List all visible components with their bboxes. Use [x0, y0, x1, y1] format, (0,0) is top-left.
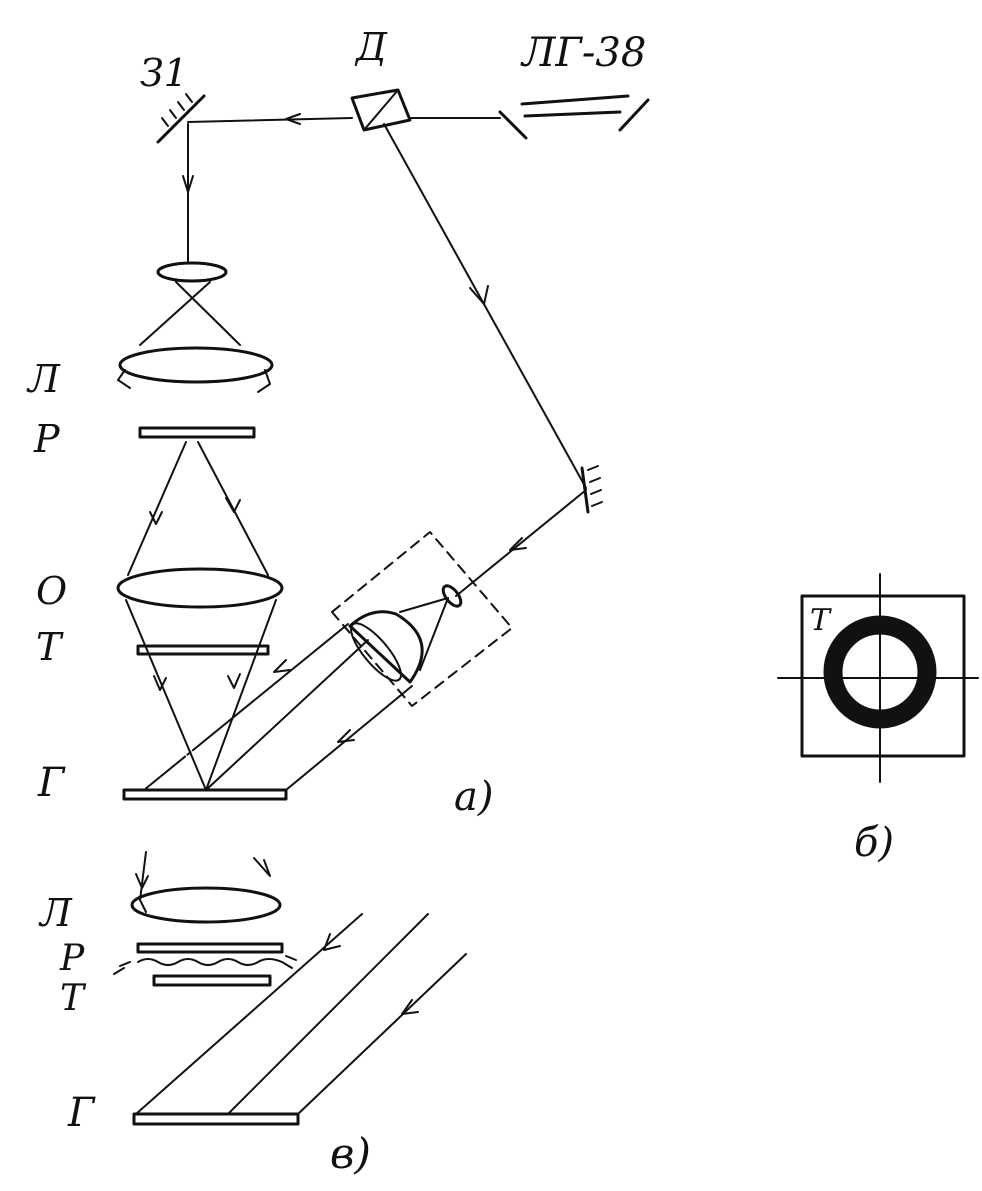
- label-plate-p: Р: [33, 417, 61, 461]
- label-target-square: Т: [810, 603, 832, 638]
- beam-c-2: [227, 913, 429, 1115]
- beam-collimated-lower: [285, 685, 413, 791]
- collimating-lens: [348, 610, 424, 684]
- target-ring: [826, 618, 934, 726]
- arrow-down: [182, 175, 194, 193]
- label-lens-l-c: Л: [38, 891, 73, 935]
- hologram-g-c: [132, 1112, 300, 1126]
- label-mirror-z1: З1: [140, 51, 188, 95]
- beam-reference-diagonal: [383, 123, 587, 489]
- panel-c: [113, 851, 467, 1126]
- beam-collimated-upper: [143, 623, 349, 791]
- label-lens-l: Л: [26, 357, 61, 401]
- label-laser: ЛГ-38: [520, 30, 646, 76]
- right-mirror: [580, 465, 603, 514]
- label-panel-a: а): [454, 774, 493, 820]
- mirror-z1: [156, 93, 206, 144]
- panel-b: [777, 573, 979, 783]
- plate-p-c: [136, 942, 284, 954]
- beam-splitter-cube: [350, 88, 412, 132]
- laser-tube: [498, 94, 650, 140]
- label-panel-b: б): [854, 820, 894, 866]
- label-hologram-g: Г: [37, 760, 66, 806]
- target-square: [800, 594, 966, 758]
- label-target-t: Т: [36, 625, 64, 669]
- expander-housing: [331, 531, 513, 707]
- panel-a: [116, 88, 650, 801]
- beam-c-3: [297, 953, 467, 1115]
- lens-l: [118, 346, 274, 384]
- beam-mirror-to-expander: [455, 489, 587, 597]
- arrow-left: [285, 113, 301, 125]
- expander-small-lens: [441, 584, 463, 608]
- lens-l-c: [130, 886, 282, 924]
- small-lens: [156, 261, 228, 283]
- label-plate-p-c: Р: [59, 938, 85, 979]
- target-t: [136, 644, 270, 656]
- target-t-c: [152, 974, 272, 987]
- plate-p: [138, 426, 256, 439]
- beam-splitter-to-mirror: [187, 117, 353, 123]
- label-target-t-c: Т: [60, 978, 87, 1019]
- label-splitter-d: Д: [354, 25, 388, 69]
- objective-o: [116, 567, 284, 609]
- label-hologram-g-c: Г: [67, 1090, 96, 1136]
- label-panel-c: в): [330, 1129, 371, 1178]
- label-objective-o: О: [36, 569, 67, 613]
- hologram-g: [122, 788, 288, 801]
